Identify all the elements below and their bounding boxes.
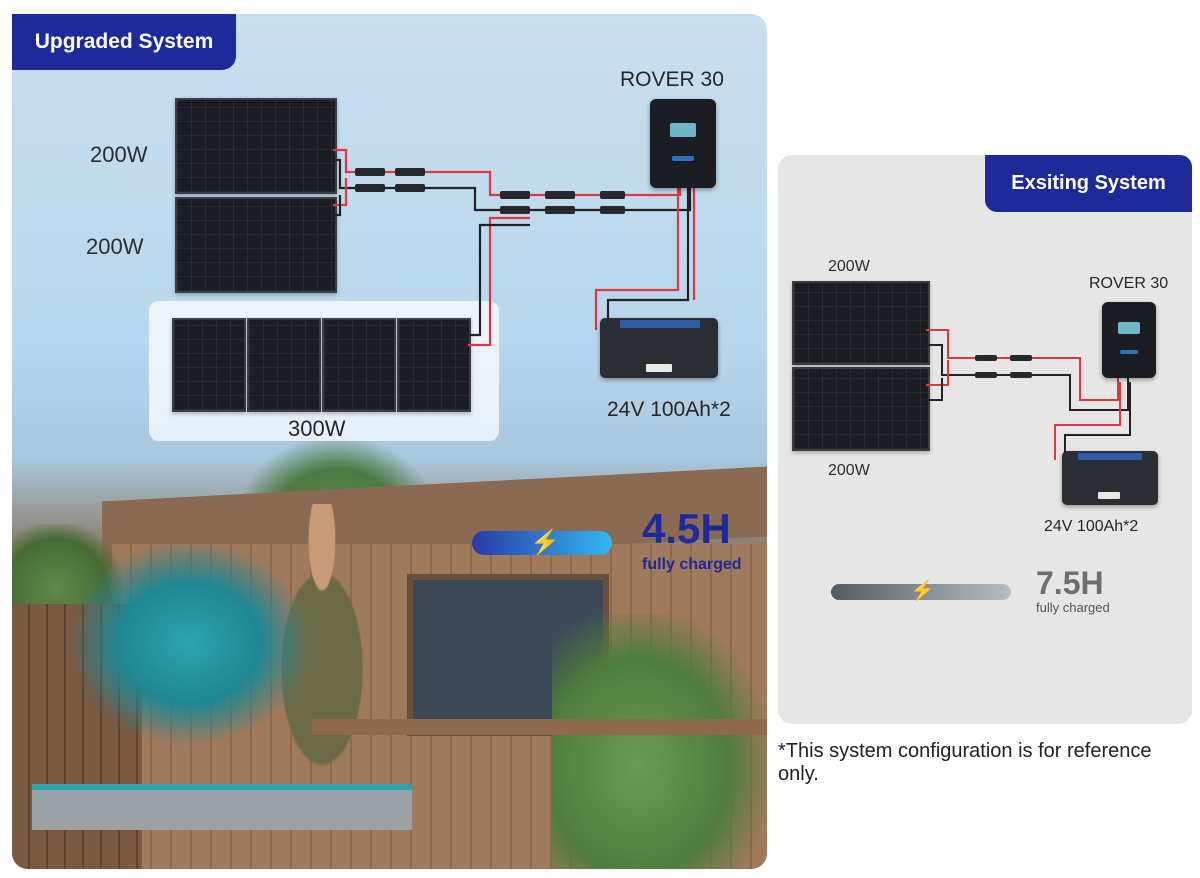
- existing-controller-label: ROVER 30: [1089, 275, 1169, 292]
- panel-bottom-label: 200W: [86, 234, 144, 259]
- existing-panel-top-label: 200W: [828, 258, 870, 275]
- portable-panel-segment-1: [172, 318, 246, 412]
- charge-time: 4.5H: [642, 505, 731, 552]
- existing-system-tag: Exsiting System: [985, 155, 1192, 212]
- lithium-battery: [600, 318, 718, 378]
- portable-panel-segment-4: [397, 318, 471, 412]
- workbench-rail: [312, 719, 767, 735]
- footnote: *This system configuration is for refere…: [778, 740, 1152, 785]
- charge-progress-bar: [472, 531, 612, 555]
- controller-label: ROVER 30: [620, 68, 724, 91]
- solar-panel-200w-bottom: [175, 197, 337, 293]
- portable-panel-label: 300W: [288, 416, 346, 441]
- plants: [552, 614, 767, 869]
- existing-rover-30-controller: [1102, 302, 1156, 378]
- existing-charge-time: 7.5H: [1036, 565, 1104, 601]
- lightning-icon: ⚡: [530, 529, 560, 556]
- panel-top-label: 200W: [90, 142, 148, 167]
- existing-solar-panel-bottom: [792, 367, 930, 451]
- upgraded-system-tag: Upgraded System: [12, 14, 236, 70]
- charge-caption: fully charged: [642, 556, 742, 573]
- existing-battery-label: 24V 100Ah*2: [1044, 518, 1139, 535]
- existing-charge-caption: fully charged: [1036, 600, 1110, 615]
- upgraded-system-panel: [12, 14, 767, 869]
- portable-panel-segment-2: [247, 318, 321, 412]
- miter-saw: [72, 544, 332, 764]
- solar-panel-200w-top: [175, 98, 337, 194]
- portable-panel-segment-3: [322, 318, 396, 412]
- existing-panel-bottom-label: 200W: [828, 462, 870, 479]
- existing-solar-panel-top: [792, 281, 930, 365]
- existing-lithium-battery: [1062, 451, 1158, 505]
- rover-30-controller: [650, 99, 716, 188]
- existing-lightning-icon: ⚡: [910, 580, 935, 602]
- battery-label: 24V 100Ah*2: [607, 398, 731, 421]
- saw-stand: [32, 784, 412, 830]
- existing-charge-progress-bar: [831, 584, 1011, 600]
